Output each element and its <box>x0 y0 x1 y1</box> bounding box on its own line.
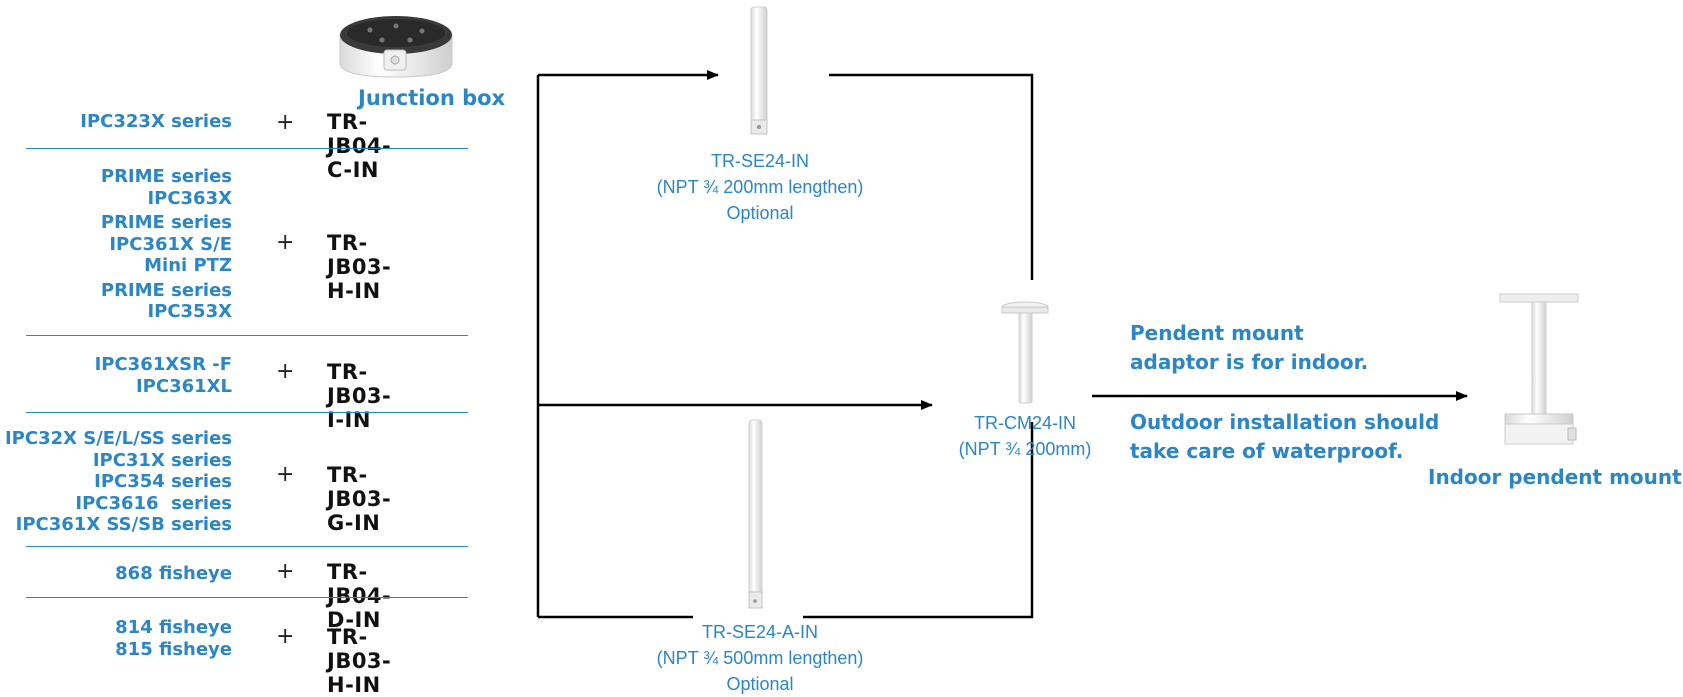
plus-sign: + <box>276 624 295 649</box>
junction-box-image <box>339 16 453 78</box>
series-item: PRIME series <box>100 212 232 233</box>
series-item: IPC363X <box>147 187 232 209</box>
series-item: IPC32X S/E/L/SS series <box>4 428 232 449</box>
series-list: IPC361XSR -F IPC361XL <box>0 354 232 397</box>
plus-sign: + <box>276 359 295 384</box>
note-outdoor: Outdoor installation should take care of… <box>1130 408 1439 466</box>
pole-bottom-image <box>748 419 763 609</box>
series-item: IPC361XSR -F <box>94 354 232 375</box>
series-item: 814 fisheye <box>115 617 232 638</box>
pole-bottom-caption: TR-SE24-A-IN (NPT ¾ 500mm lengthen) Opti… <box>610 619 910 697</box>
series-item: PRIME series <box>100 279 232 301</box>
note-line: Pendent mount <box>1130 321 1304 345</box>
note-line: take care of waterproof. <box>1130 439 1404 463</box>
pendent-mount-label: Indoor pendent mount <box>1428 465 1682 489</box>
pole-top-caption: TR-SE24-IN (NPT ¾ 200mm lengthen) Option… <box>610 148 910 226</box>
plus-sign: + <box>276 462 295 487</box>
series-item: IPC3616 series <box>75 492 232 514</box>
adaptor-spec: (NPT ¾ 200mm) <box>958 439 1092 459</box>
row-divider <box>26 546 468 547</box>
plus-sign: + <box>276 110 295 135</box>
pole-top-model: TR-SE24-IN <box>710 151 809 171</box>
pole-bottom-optional: Optional <box>726 674 794 694</box>
adaptor-model: TR-CM24-IN <box>974 413 1076 433</box>
pendent-mount-image <box>1499 293 1579 445</box>
row-divider <box>26 335 468 336</box>
model-label: TR-JB03-I-IN <box>327 360 392 432</box>
series-item: IPC354 series <box>94 471 232 492</box>
row-divider <box>26 148 468 149</box>
series-item: 815 fisheye <box>115 638 232 660</box>
adaptor-caption: TR-CM24-IN (NPT ¾ 200mm) <box>930 410 1120 462</box>
note-line: Outdoor installation should <box>1130 410 1440 434</box>
series-list: 814 fisheye 815 fisheye <box>0 617 232 660</box>
model-label: TR-JB04-C-IN <box>327 110 392 182</box>
model-label: TR-JB03-H-IN <box>327 231 392 303</box>
series-item: IPC361X S/E <box>109 233 232 255</box>
note-indoor: Pendent mount adaptor is for indoor. <box>1130 319 1368 377</box>
plus-sign: + <box>276 559 295 584</box>
junction-box-heading: Junction box <box>358 86 506 110</box>
series-item: IPC31X series <box>92 449 232 471</box>
series-list: 868 fisheye <box>0 563 232 585</box>
series-item: PRIME series <box>100 166 232 187</box>
plus-sign: + <box>276 230 295 255</box>
model-label: TR-JB03-G-IN <box>327 463 392 535</box>
pole-bottom-model: TR-SE24-A-IN <box>701 622 818 642</box>
row-divider <box>26 597 468 598</box>
adaptor-image <box>1001 301 1049 404</box>
pole-top-spec: (NPT ¾ 200mm lengthen) <box>656 177 864 197</box>
series-list: IPC32X S/E/L/SS series IPC31X series IPC… <box>0 428 232 536</box>
model-label: TR-JB03-H-IN <box>327 625 392 697</box>
model-label: TR-JB04-D-IN <box>327 560 392 632</box>
series-item: IPC353X <box>147 301 232 322</box>
series-item: IPC361XL <box>135 375 232 397</box>
note-line: adaptor is for indoor. <box>1130 350 1369 374</box>
pole-bottom-spec: (NPT ¾ 500mm lengthen) <box>656 648 864 668</box>
series-list: IPC323X series <box>0 111 232 133</box>
pole-top-optional: Optional <box>726 203 794 223</box>
series-item: 868 fisheye <box>115 563 232 584</box>
series-item: IPC361X SS/SB series <box>15 514 232 535</box>
series-item: Mini PTZ <box>144 255 232 276</box>
pole-top-image <box>750 6 768 135</box>
row-divider <box>26 412 468 413</box>
series-item: IPC323X series <box>80 111 232 132</box>
connector-lines <box>536 70 1468 619</box>
series-list: PRIME series IPC363X PRIME series IPC361… <box>0 166 232 323</box>
